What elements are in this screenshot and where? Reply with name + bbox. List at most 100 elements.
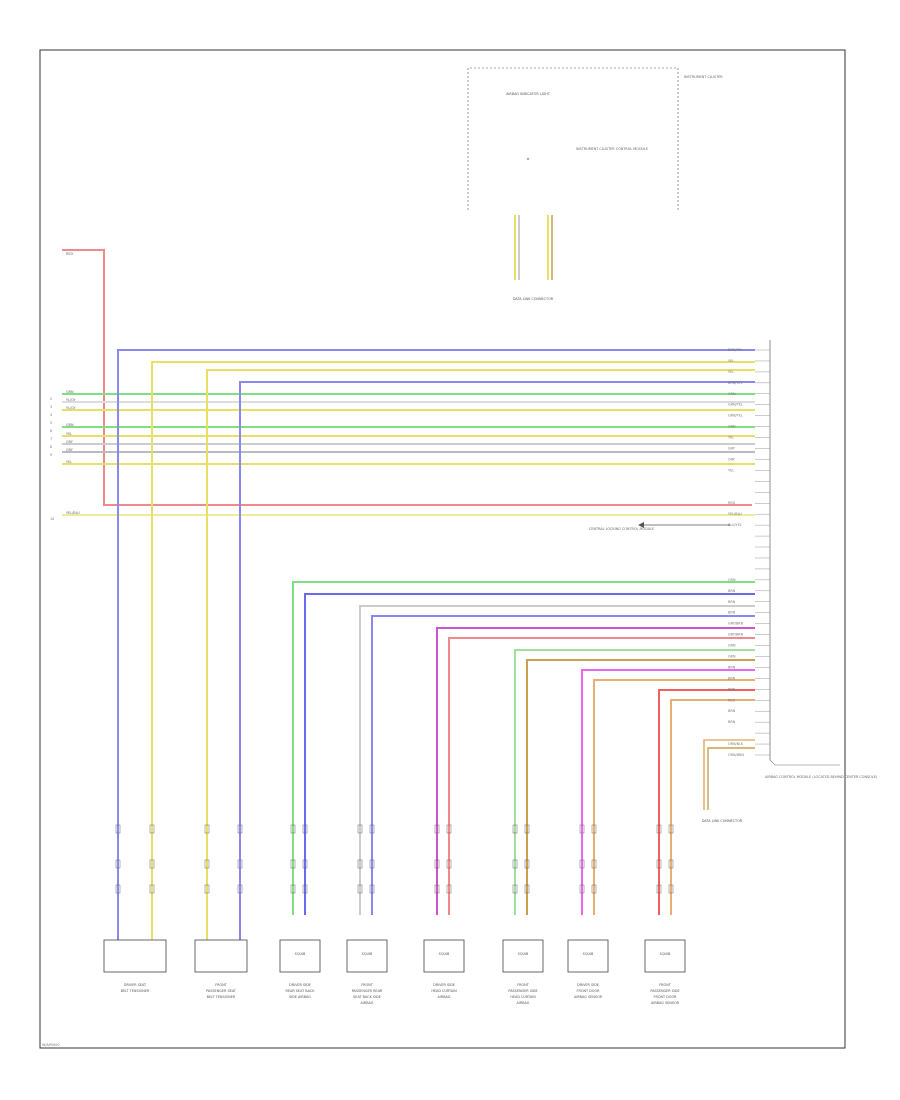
feed-wire bbox=[581, 669, 755, 915]
airbag-module-label: AIRBAG CONTROL MODULE (LOCATED BEHIND CE… bbox=[765, 775, 878, 779]
connector-wire-label: GRY/BRN bbox=[728, 622, 744, 626]
connector-wire-label: GRN bbox=[728, 644, 736, 648]
feed-wire bbox=[304, 593, 755, 915]
footer-code: W/AP0000 bbox=[42, 1043, 60, 1047]
feed-wire bbox=[239, 381, 755, 940]
bottom-dlc-label: DATA LINK CONNECTOR bbox=[702, 819, 743, 823]
connector-wire-label: GRY bbox=[728, 447, 736, 451]
left-pin-number: 6 bbox=[50, 429, 52, 433]
connector-pin bbox=[149, 824, 155, 834]
component-top-label: SQUIB bbox=[518, 952, 529, 956]
left-pin-number: 5 bbox=[50, 421, 52, 425]
connector-pin bbox=[149, 859, 155, 869]
feed-wire bbox=[117, 349, 755, 940]
bus-wire-label: GRY bbox=[66, 448, 74, 452]
connector-wire-label: GRN bbox=[728, 578, 736, 582]
airbag-module-connector: BRN/YELYELYELBRN/YELGRNGRN/YELGRN/YELGRN… bbox=[589, 340, 878, 779]
feed-wire bbox=[670, 699, 755, 915]
connector-pin bbox=[446, 824, 452, 834]
connector-wire-label: GRN bbox=[728, 392, 736, 396]
indicator-bulb-icon: ⊗ bbox=[527, 157, 530, 161]
connector-pin bbox=[237, 884, 243, 894]
feed-wire bbox=[436, 627, 755, 915]
connector-wire-label: GRN bbox=[728, 654, 736, 658]
connector-wire-label: RED bbox=[728, 698, 735, 702]
connector-wire-label: YEL bbox=[728, 370, 734, 374]
connector-wire-label: GRN/YEL bbox=[728, 403, 743, 407]
component-box bbox=[279, 939, 321, 973]
cluster-title: INSTRUMENT CLUSTER bbox=[684, 75, 723, 79]
feed-wire bbox=[514, 649, 755, 915]
connector-pin bbox=[115, 884, 121, 894]
connector-pin bbox=[656, 884, 662, 894]
connector-wire-label: ORN/BLK bbox=[728, 742, 744, 746]
connector-pin bbox=[579, 859, 585, 869]
connector-wire-label: GRN bbox=[728, 425, 736, 429]
connector-wire-label: BRN bbox=[728, 709, 736, 713]
connector-pin bbox=[149, 884, 155, 894]
connector-pin bbox=[579, 884, 585, 894]
connector-wire-label: GRY bbox=[728, 457, 736, 461]
connector-pin bbox=[357, 824, 363, 834]
connector-wire-label: BRN/YEL bbox=[728, 348, 743, 352]
bus-wire-label: YEL/BLU bbox=[66, 511, 80, 515]
feed-wire bbox=[593, 679, 755, 915]
connector-wire-label: YEL/BLU bbox=[728, 512, 742, 516]
connector-pin bbox=[524, 884, 530, 894]
component-box bbox=[423, 939, 465, 973]
connector-pin bbox=[237, 859, 243, 869]
left-pin-number: 4 bbox=[50, 413, 52, 417]
component-box bbox=[502, 939, 544, 973]
connector-pin bbox=[204, 859, 210, 869]
central-locking-label: CENTRAL LOCKING CONTROL MODULE bbox=[589, 527, 654, 531]
diagram-frame bbox=[39, 49, 846, 1049]
connector-pin bbox=[579, 824, 585, 834]
cluster-connector-wires: DATA LINK CONNECTOR bbox=[513, 215, 554, 301]
connector-wire-label: ORN/BRN bbox=[728, 753, 744, 757]
connector-pin bbox=[302, 824, 308, 834]
connector-pin bbox=[434, 859, 440, 869]
connector-wire-label: YEL bbox=[728, 468, 734, 472]
left-pin-number: 7 bbox=[50, 437, 52, 441]
feed-wire bbox=[359, 605, 755, 915]
feed-wire bbox=[448, 637, 755, 915]
connector-pin bbox=[204, 824, 210, 834]
connector-wire-label: YEL bbox=[728, 359, 734, 363]
connector-wire-label: YEL bbox=[728, 436, 734, 440]
connector-wire-label: BRN bbox=[728, 676, 736, 680]
connector-pin bbox=[237, 824, 243, 834]
connector-pin bbox=[668, 824, 674, 834]
connector-pin bbox=[668, 884, 674, 894]
feed-wire bbox=[371, 615, 755, 915]
airbag-indicator-label: AIRBAG INDICATOR LIGHT bbox=[506, 92, 551, 96]
cluster-module-label: INSTRUMENT CLUSTER CONTROL MODULE bbox=[576, 147, 648, 151]
component-top-label: SQUIB bbox=[439, 952, 450, 956]
bus-wire-label: YEL bbox=[66, 432, 72, 436]
connector-pin bbox=[434, 824, 440, 834]
component-box bbox=[103, 939, 167, 973]
component-box bbox=[644, 939, 686, 973]
component-box bbox=[567, 939, 609, 973]
connector-pin bbox=[369, 824, 375, 834]
connector-pin bbox=[369, 859, 375, 869]
feed-wire bbox=[658, 689, 755, 915]
bus-wire-label: YL/GY bbox=[66, 406, 77, 410]
connector-pin bbox=[302, 859, 308, 869]
connector-wire-label: BLU/YEL bbox=[728, 523, 742, 527]
component-box bbox=[194, 939, 248, 973]
connector-pin bbox=[115, 824, 121, 834]
connector-pin bbox=[446, 859, 452, 869]
connector-wire-label: BRN bbox=[728, 589, 736, 593]
connector-wire-label: GRN/YEL bbox=[728, 414, 743, 418]
